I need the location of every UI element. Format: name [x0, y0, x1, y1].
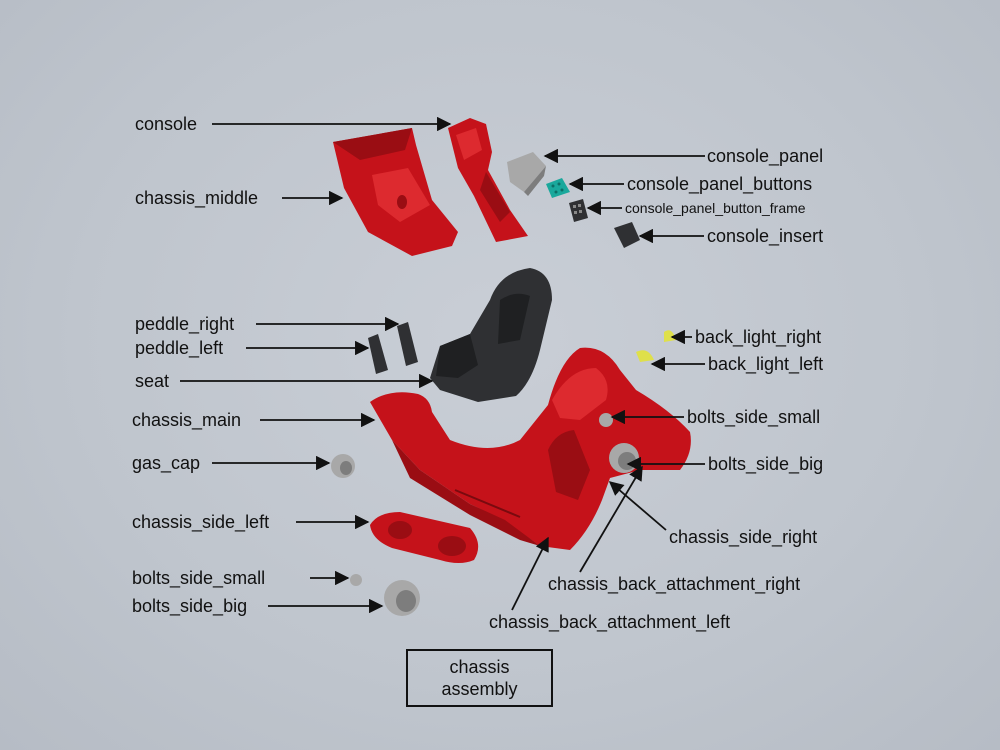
label-chassis-side-left: chassis_side_left: [132, 512, 370, 533]
label-bolts-side-big-right: bolts_side_big: [626, 454, 823, 475]
label-chassis-back-attachment-left: chassis_back_attachment_left: [489, 536, 730, 633]
part-bolts-side-big-right: [609, 443, 639, 473]
label-console-panel-button-frame: console_panel_button_frame: [586, 200, 806, 216]
part-bolts-side-big-left: [384, 580, 420, 616]
title-line-1: chassis: [449, 657, 509, 677]
svg-text:chassis_back_attachment_right: chassis_back_attachment_right: [548, 574, 800, 595]
part-peddle-left: [368, 334, 388, 374]
label-peddle-left: peddle_left: [135, 338, 370, 359]
part-console-panel: [507, 152, 546, 196]
svg-text:back_light_right: back_light_right: [695, 327, 821, 348]
svg-text:chassis_side_right: chassis_side_right: [669, 527, 817, 548]
svg-text:bolts_side_big: bolts_side_big: [708, 454, 823, 475]
label-bolts-side-big-left: bolts_side_big: [132, 596, 384, 617]
label-chassis-main: chassis_main: [132, 410, 376, 431]
svg-text:seat: seat: [135, 371, 169, 391]
label-chassis-middle: chassis_middle: [135, 188, 344, 209]
svg-text:bolts_side_small: bolts_side_small: [132, 568, 265, 589]
label-console-insert: console_insert: [638, 226, 823, 247]
label-console: console: [135, 114, 452, 134]
svg-text:bolts_side_big: bolts_side_big: [132, 596, 247, 617]
part-console-insert: [614, 222, 640, 248]
label-seat: seat: [135, 371, 434, 391]
svg-text:back_light_left: back_light_left: [708, 354, 823, 375]
part-peddle-right: [397, 322, 418, 366]
svg-text:console: console: [135, 114, 197, 134]
label-back-light-right: back_light_right: [670, 327, 821, 348]
svg-text:console_insert: console_insert: [707, 226, 823, 247]
svg-text:chassis_middle: chassis_middle: [135, 188, 258, 209]
part-bolts-side-small-right: [599, 413, 613, 427]
svg-text:console_panel_buttons: console_panel_buttons: [627, 174, 812, 195]
svg-text:peddle_right: peddle_right: [135, 314, 234, 335]
part-console-panel-buttons: [546, 178, 570, 198]
svg-text:bolts_side_small: bolts_side_small: [687, 407, 820, 428]
part-chassis-middle: [333, 128, 458, 256]
svg-text:chassis_side_left: chassis_side_left: [132, 512, 269, 533]
part-chassis-main: [370, 347, 691, 550]
part-console-panel-button-frame: [569, 199, 588, 222]
title-box: chassis assembly: [406, 649, 553, 707]
title-line-2: assembly: [441, 679, 517, 699]
part-gas-cap: [331, 454, 355, 478]
part-console: [448, 118, 528, 242]
svg-text:chassis_back_attachment_left: chassis_back_attachment_left: [489, 612, 730, 633]
label-gas-cap: gas_cap: [132, 453, 331, 474]
label-bolts-side-small-right: bolts_side_small: [610, 407, 820, 428]
part-bolts-side-small-left: [350, 574, 362, 586]
svg-text:gas_cap: gas_cap: [132, 453, 200, 474]
label-peddle-right: peddle_right: [135, 314, 400, 335]
label-chassis-back-attachment-right: chassis_back_attachment_right: [548, 465, 800, 595]
part-seat: [430, 268, 552, 402]
label-back-light-left: back_light_left: [650, 354, 823, 375]
svg-text:console_panel: console_panel: [707, 146, 823, 167]
label-console-panel: console_panel: [543, 146, 823, 167]
part-back-light-left: [636, 350, 654, 362]
part-chassis-side-left: [370, 512, 479, 563]
svg-text:peddle_left: peddle_left: [135, 338, 223, 359]
label-console-panel-buttons: console_panel_buttons: [568, 174, 812, 195]
svg-text:console_panel_button_frame: console_panel_button_frame: [625, 200, 806, 216]
svg-text:chassis_main: chassis_main: [132, 410, 241, 431]
label-bolts-side-small-left: bolts_side_small: [132, 568, 350, 589]
label-chassis-side-right: chassis_side_right: [608, 481, 817, 548]
